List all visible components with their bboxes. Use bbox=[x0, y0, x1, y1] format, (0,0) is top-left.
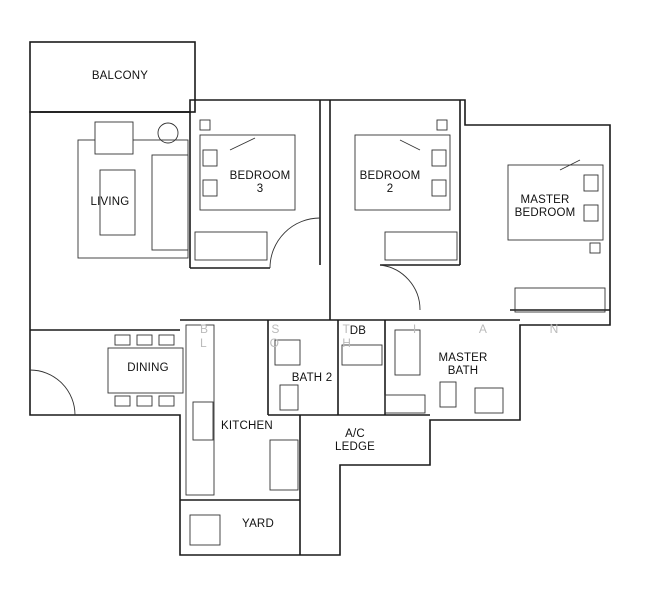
dining-text: DINING bbox=[127, 362, 169, 374]
yard-text: YARD bbox=[242, 518, 274, 530]
ac-ledge-line1: A/C bbox=[345, 428, 365, 440]
db-text: DB bbox=[349, 325, 367, 337]
living-text: LIVING bbox=[90, 196, 130, 208]
bedroom3-line1: BEDROOM bbox=[229, 170, 291, 182]
bedroom2-line1: BEDROOM bbox=[359, 170, 421, 182]
dining-label: DINING bbox=[118, 362, 178, 375]
bedroom3-furniture bbox=[194, 119, 296, 261]
ac-ledge-label: A/C LEDGE bbox=[325, 428, 385, 454]
master-bedroom-label: MASTER BEDROOM bbox=[500, 194, 590, 220]
master-bedroom-line1: MASTER bbox=[520, 194, 570, 206]
balcony-label: BALCONY bbox=[80, 70, 160, 83]
master-bedroom-furniture bbox=[507, 164, 606, 313]
watermark-text: B S T I A N L O H bbox=[200, 322, 589, 350]
bedroom2-line2: 2 bbox=[386, 183, 394, 196]
master-bath-line1: MASTER bbox=[438, 352, 488, 364]
master-bedroom-line2: BEDROOM bbox=[514, 207, 576, 220]
kitchen-counters bbox=[185, 324, 299, 546]
bedroom3-line2: 3 bbox=[256, 183, 264, 196]
bedroom3-label: BEDROOM 3 bbox=[220, 170, 300, 196]
master-bath-line2: BATH bbox=[447, 365, 479, 378]
living-label: LIVING bbox=[80, 196, 140, 209]
balcony-text: BALCONY bbox=[91, 70, 149, 82]
bath-fixtures bbox=[274, 329, 504, 414]
db-label: DB bbox=[343, 325, 373, 338]
interior-walls bbox=[30, 100, 610, 555]
bath2-label: BATH 2 bbox=[282, 372, 342, 385]
bedroom2-label: BEDROOM 2 bbox=[350, 170, 430, 196]
bath2-text: BATH 2 bbox=[291, 372, 333, 384]
yard-label: YARD bbox=[228, 518, 288, 531]
bedroom2-furniture bbox=[354, 119, 458, 261]
dining-table bbox=[107, 334, 184, 407]
kitchen-text: KITCHEN bbox=[221, 420, 273, 432]
kitchen-label: KITCHEN bbox=[212, 420, 282, 433]
outer-walls bbox=[29, 99, 611, 556]
living-furniture bbox=[77, 121, 189, 259]
master-bath-label: MASTER BATH bbox=[428, 352, 498, 378]
ac-ledge-line2: LEDGE bbox=[335, 441, 375, 454]
